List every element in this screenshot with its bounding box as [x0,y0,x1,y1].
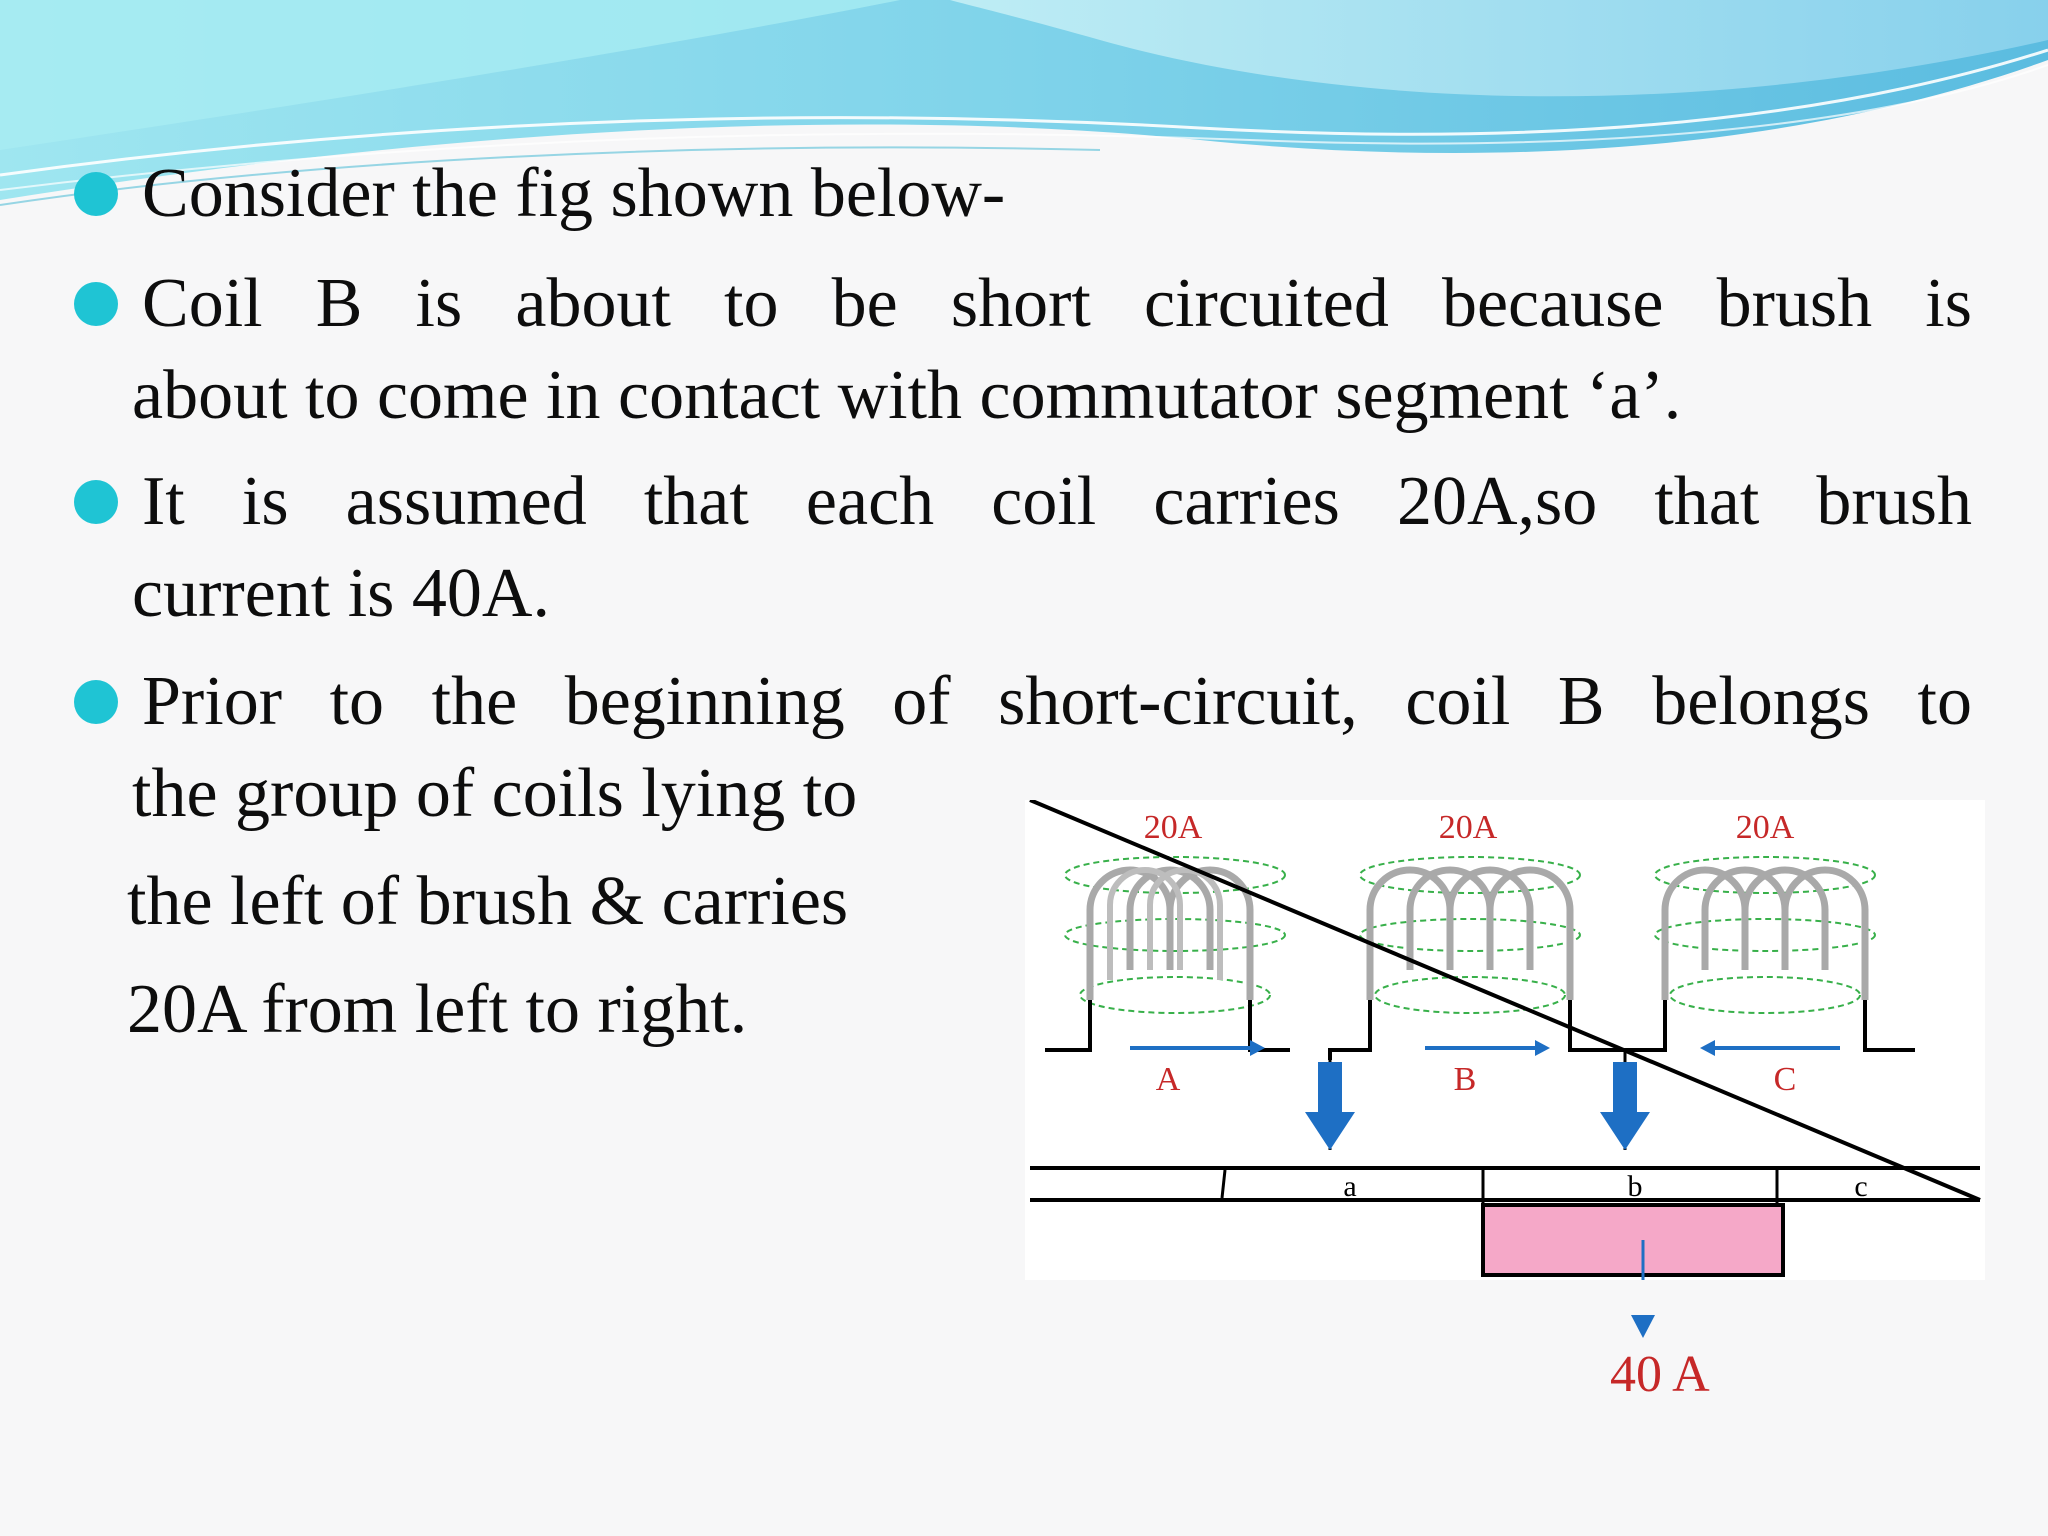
bullet-dot-1 [74,172,118,216]
brush [1481,1203,1785,1277]
bullet-2-line-1: Coil B is about to be short circuited be… [142,265,1972,342]
bullet-1-line-1: Consider the fig shown below- [142,155,1006,232]
coil-c-label: C [1774,1061,1797,1098]
bullet-4-line-4: 20A from left to right. [127,971,748,1048]
bullet-dot-2 [74,282,118,326]
bullet-dot-4 [74,680,118,724]
brush-current-arrowhead [1631,1315,1655,1338]
header-wave-decoration [0,0,2048,206]
coil-c [1625,856,1915,1052]
bullet-3-line-1: It is assumed that each coil carries 20A… [142,463,1972,540]
current-arrow-a [1130,1040,1265,1056]
commutation-diagram: 20A 20A 20A A B C a b c [1025,800,1985,1280]
coil-b-current-label: 20A [1439,809,1498,846]
segment-a-label: a [1343,1170,1356,1203]
brush-current-label: 40 A [1610,1346,1710,1403]
bullet-4-line-1: Prior to the beginning of short-circuit,… [142,663,1972,740]
bullet-4-line-2: the group of coils lying to [132,755,858,832]
coil-a [1045,856,1290,1052]
bullet-3-line-2: current is 40A. [132,555,550,632]
coil-a-label: A [1156,1061,1181,1098]
coil-b-label: B [1454,1061,1477,1098]
bullet-dot-3 [74,480,118,524]
segment-c-label: c [1854,1170,1867,1203]
bullet-2-line-2: about to come in contact with commutator… [132,357,1682,434]
brush-arrow-a [1305,1050,1355,1150]
bullet-4-line-3: the left of brush & carries [127,863,849,940]
current-arrow-c [1700,1040,1840,1056]
brush-arrow-b [1600,1050,1650,1150]
coil-a-current-label: 20A [1144,809,1203,846]
segment-b-label: b [1628,1170,1643,1203]
current-arrow-b [1425,1040,1550,1056]
coil-c-current-label: 20A [1736,809,1795,846]
